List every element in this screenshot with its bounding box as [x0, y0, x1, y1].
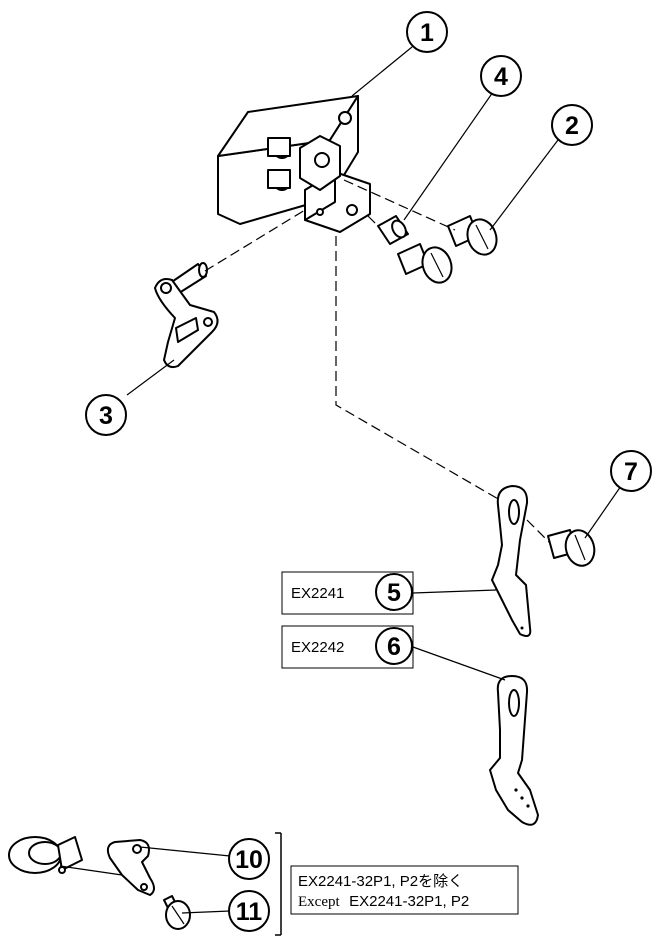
- model-label-ex2242: EX2242: [291, 639, 344, 656]
- model-label-ex2241: EX2241: [291, 585, 344, 602]
- part-5-thread-guide: [491, 485, 532, 637]
- exception-note-jp: EX2241-32P1, P2を除く: [298, 873, 463, 890]
- assembly-line-setscrew: [367, 215, 381, 229]
- part-1-guide-block: [299, 135, 371, 233]
- clamp-part: [8, 836, 83, 874]
- exception-note-en-models: EX2241-32P1, P2: [349, 893, 469, 910]
- callout-4-label: 4: [494, 63, 508, 91]
- leader-line-5: [412, 589, 497, 594]
- callout-2: 2: [551, 104, 593, 146]
- leader-line-1: [351, 46, 413, 97]
- callout-5-label: 5: [387, 579, 401, 607]
- exception-note-box: EX2241-32P1, P2を除く Except EX2241-32P1, P…: [290, 865, 519, 915]
- exception-note-en: Except EX2241-32P1, P2: [298, 893, 469, 910]
- assembly-line-clamp: [59, 865, 123, 876]
- part-3-lever: [154, 262, 219, 369]
- exception-note-en-prefix: Except: [298, 894, 340, 910]
- part-10-bracket: [106, 839, 155, 896]
- model-box-ex2241: EX2241 5: [281, 571, 414, 615]
- leader-line-11: [181, 910, 231, 914]
- callout-11: 11: [228, 890, 270, 932]
- callout-1-label: 1: [420, 19, 434, 47]
- leader-line-10: [139, 846, 231, 857]
- callout-7-label: 7: [624, 458, 638, 486]
- callout-11-label: 11: [236, 898, 263, 926]
- callout-7: 7: [610, 450, 652, 492]
- leader-line-7: [584, 485, 622, 539]
- callout-2-label: 2: [565, 112, 579, 140]
- part-2-screw-upper: [447, 215, 498, 256]
- part-11-screw: [163, 895, 191, 930]
- assembly-line-screw-7: [526, 519, 551, 544]
- part-2-screw-lower: [397, 243, 453, 284]
- assembly-line-guide: [335, 236, 501, 501]
- callout-10: 10: [228, 838, 270, 880]
- callout-1: 1: [406, 11, 448, 53]
- leader-line-6: [412, 646, 506, 681]
- callout-3-label: 3: [99, 402, 113, 430]
- part-6-thread-guide: [489, 675, 539, 826]
- leader-line-4: [403, 91, 494, 221]
- part-4-set-screw: [377, 215, 409, 245]
- leader-line-2: [489, 139, 559, 231]
- callout-6-label: 6: [387, 633, 401, 661]
- assembly-line-lever: [204, 209, 306, 272]
- leader-line-3: [126, 359, 175, 396]
- callout-3: 3: [85, 394, 127, 436]
- assembly-line-screw: [343, 179, 456, 231]
- part-7-screw: [547, 529, 596, 567]
- callout-4: 4: [480, 55, 522, 97]
- callout-10-label: 10: [235, 846, 263, 874]
- model-box-ex2242: EX2242 6: [281, 625, 414, 669]
